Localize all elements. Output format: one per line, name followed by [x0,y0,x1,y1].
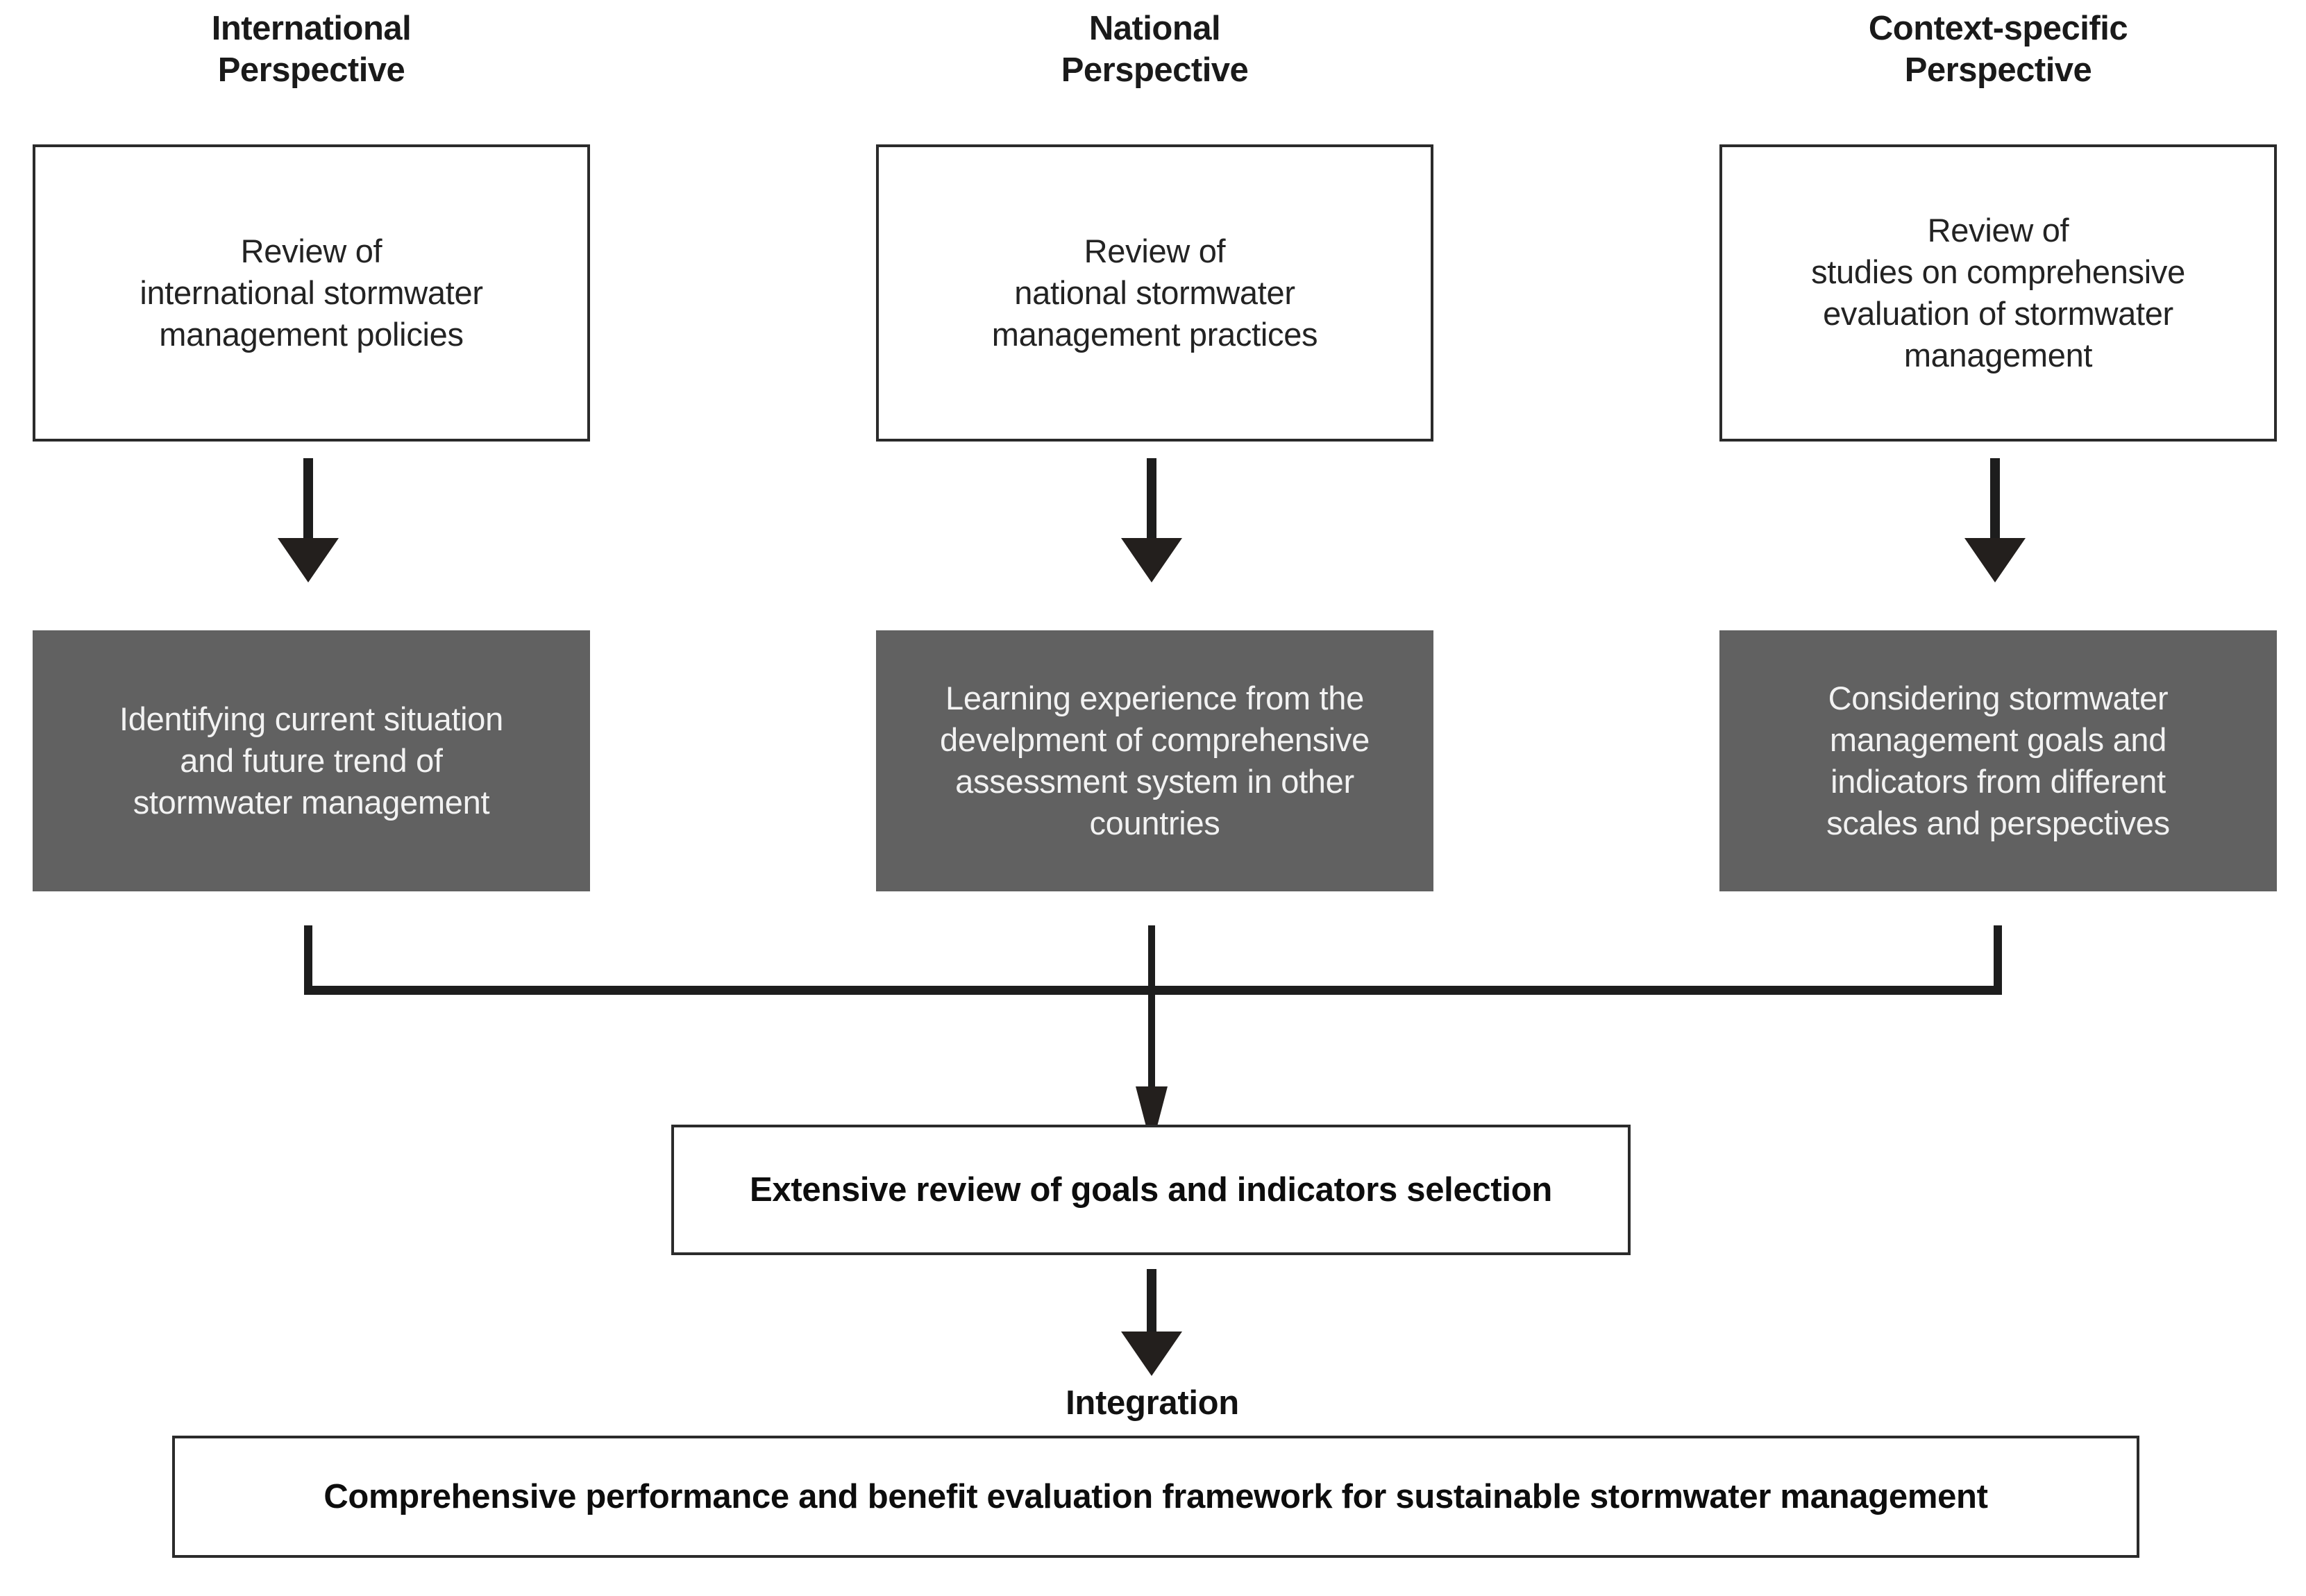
column-heading-international-line1: International [211,10,412,47]
source-box-national: Review of national stormwater management… [876,144,1433,442]
source-box-international-text: Review of international stormwater manag… [140,232,483,353]
final-framework-box-text: Comprehensive performance and benefit ev… [323,1477,1988,1515]
outcome-box-international-text: Identifying current situation and future… [119,700,503,821]
arrow-stem-national [1147,458,1156,540]
extensive-review-box-text: Extensive review of goals and indicators… [750,1170,1552,1209]
outcome-box-context-specific: Considering stormwater management goals … [1719,630,2277,891]
integration-arrow-stem [1147,1269,1156,1334]
source-box-international: Review of international stormwater manag… [33,144,590,442]
merge-connector-middle [1148,925,1155,992]
source-box-context-specific-text: Review of studies on comprehensive evalu… [1811,211,2185,374]
column-heading-international: International Perspective [33,8,590,92]
arrow-head-national [1121,538,1182,582]
outcome-box-international: Identifying current situation and future… [33,630,590,891]
column-heading-context-specific: Context-specific Perspective [1719,8,2277,92]
column-heading-international-line2: Perspective [217,51,405,89]
merge-connector-right [1994,925,2002,992]
column-heading-context-specific-line1: Context-specific [1868,10,2128,47]
outcome-box-context-specific-text: Considering stormwater management goals … [1826,679,2170,842]
arrow-head-international [278,538,339,582]
source-box-context-specific: Review of studies on comprehensive evalu… [1719,144,2277,442]
source-box-national-text: Review of national stormwater management… [991,232,1318,353]
merge-connector-left [304,925,312,992]
column-heading-national-line1: National [1088,10,1221,47]
arrow-stem-international [303,458,313,540]
arrow-head-context-specific [1964,538,2026,582]
column-heading-national-line2: Perspective [1061,51,1249,89]
integration-label: Integration [1066,1384,1239,1422]
merge-arrow-stem [1148,986,1155,1092]
outcome-box-national: Learning experience from the develpment … [876,630,1433,891]
arrow-stem-context-specific [1990,458,2000,540]
extensive-review-box: Extensive review of goals and indicators… [671,1125,1631,1255]
column-heading-context-specific-line2: Perspective [1904,51,2092,89]
outcome-box-national-text: Learning experience from the develpment … [940,679,1370,842]
integration-arrow-head [1121,1332,1182,1376]
column-heading-national: National Perspective [876,8,1433,92]
final-framework-box: Comprehensive performance and benefit ev… [172,1436,2139,1558]
